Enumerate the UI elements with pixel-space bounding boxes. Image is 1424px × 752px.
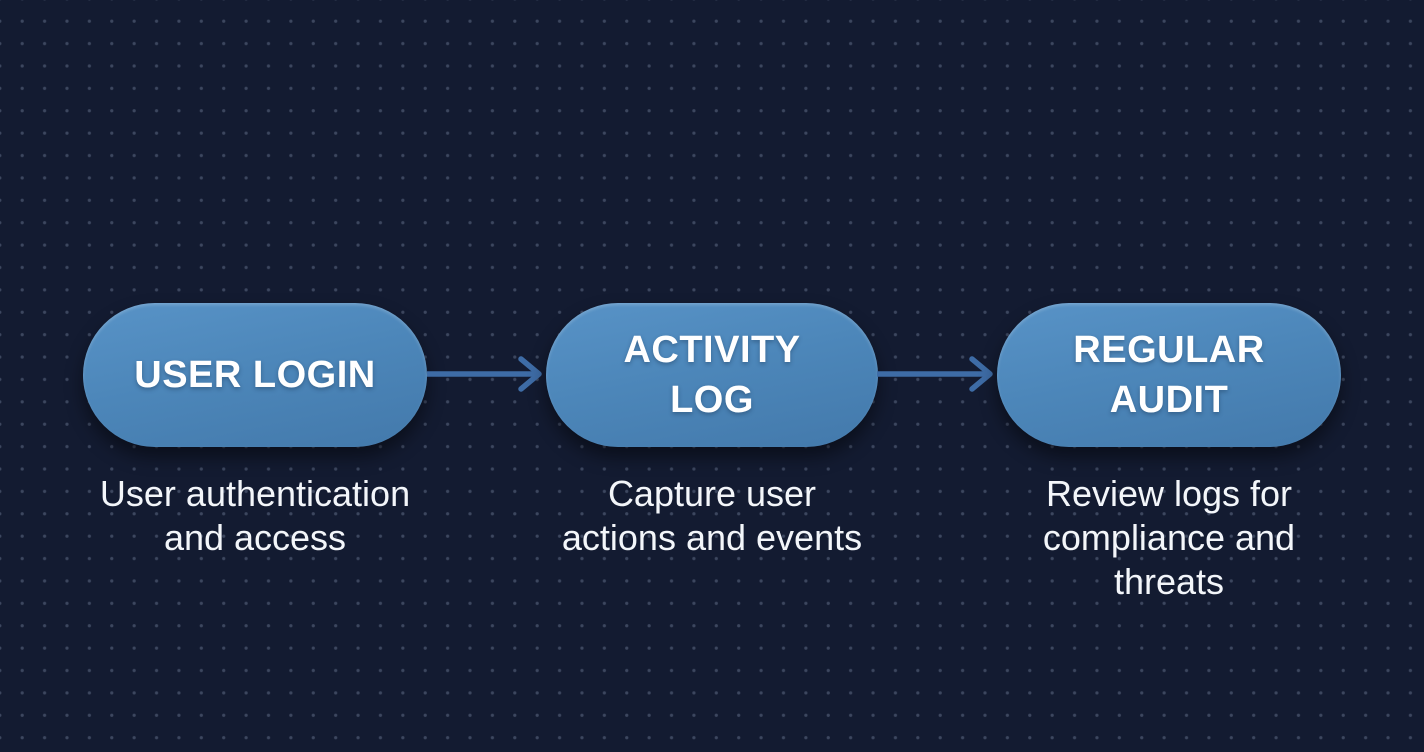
node-user-login: USER LOGIN — [83, 303, 427, 447]
description-line: Review logs for — [1045, 473, 1293, 514]
node-user-login-label-line: USER LOGIN — [134, 354, 376, 396]
description-line: threats — [1113, 561, 1225, 602]
node-regular-audit-description: Review logs for compliance and threats — [959, 472, 1379, 604]
node-regular-audit-label-line: REGULAR — [1073, 329, 1265, 371]
flow-arrow-icon — [877, 356, 993, 392]
node-activity-log-label-line: ACTIVITY — [623, 329, 801, 371]
description-line: actions and events — [561, 517, 863, 558]
description-line: and access — [163, 517, 347, 558]
node-activity-log-label-line: LOG — [670, 379, 754, 421]
node-regular-audit-label: REGULAR AUDIT — [1073, 325, 1264, 425]
node-user-login-label: USER LOGIN — [134, 350, 375, 400]
node-user-login-description: User authentication and access — [45, 472, 465, 560]
description-line: User authentication — [99, 473, 411, 514]
node-activity-log-description: Capture user actions and events — [502, 472, 922, 560]
flow-arrow-icon — [427, 356, 542, 392]
node-regular-audit-label-line: AUDIT — [1109, 379, 1229, 421]
node-activity-log: ACTIVITY LOG — [546, 303, 878, 447]
description-line: Capture user — [607, 473, 817, 514]
node-regular-audit: REGULAR AUDIT — [997, 303, 1341, 447]
node-activity-log-label: ACTIVITY LOG — [623, 325, 800, 425]
description-line: compliance and — [1042, 517, 1296, 558]
